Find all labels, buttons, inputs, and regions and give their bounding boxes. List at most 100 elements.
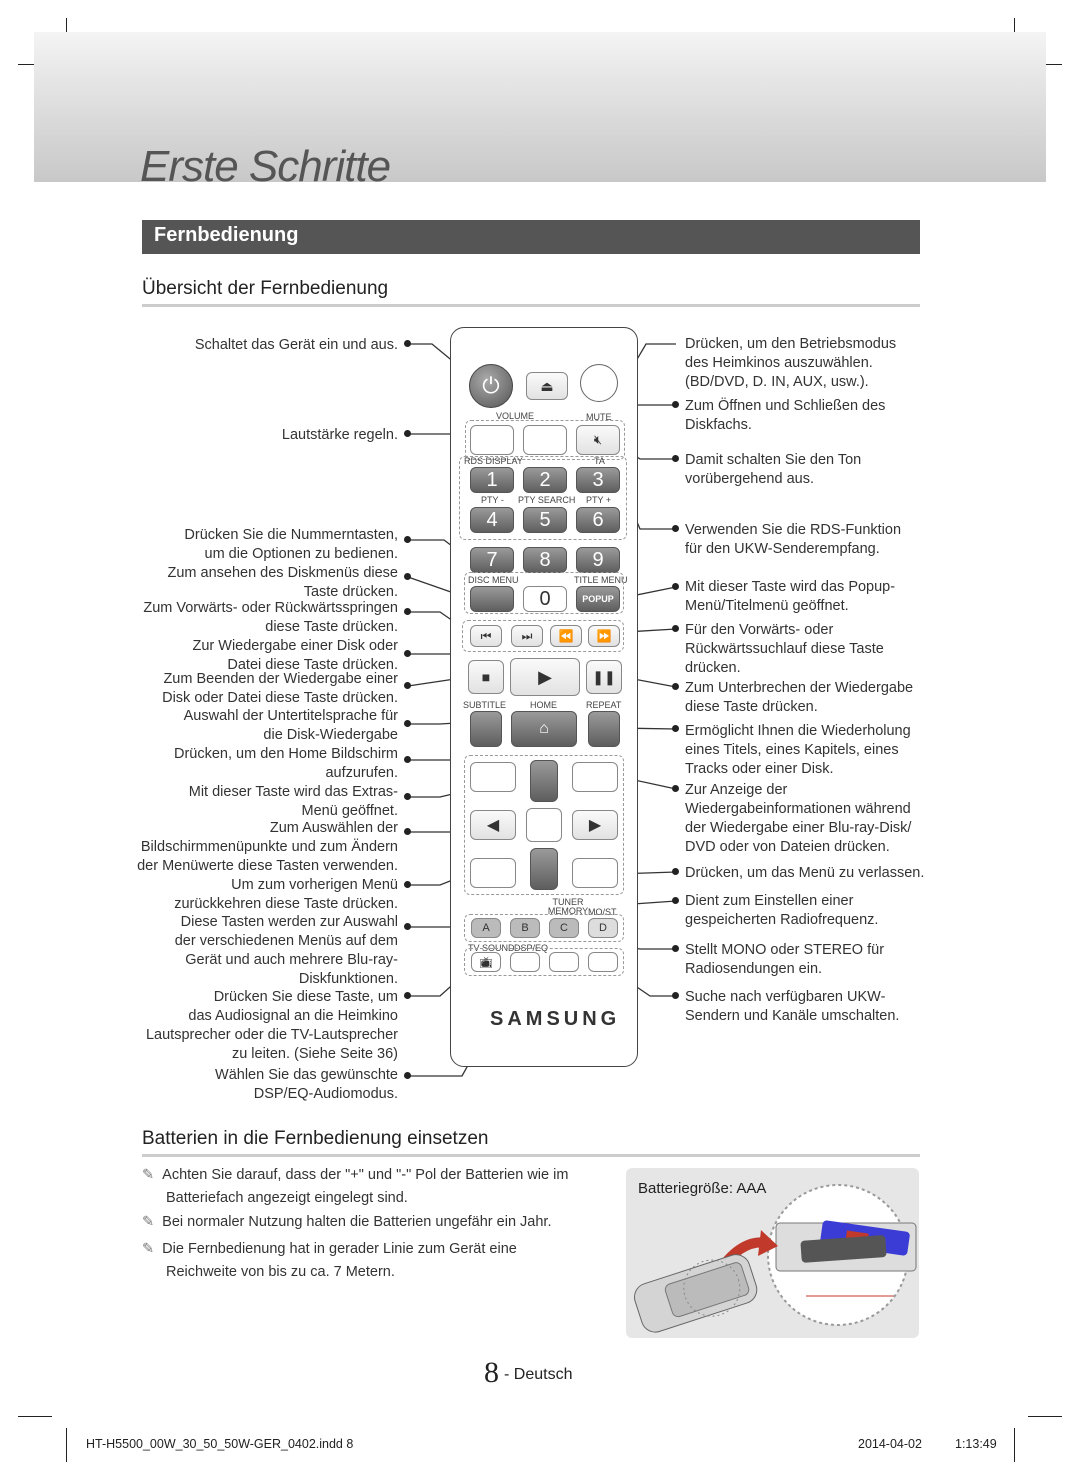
popup-button[interactable]: POPUP: [576, 586, 620, 612]
label-exit: Drücken, um das Menü zu verlassen.: [685, 864, 924, 883]
label-line: Bildschirmmenüpunkte und zum Ändern: [140, 839, 398, 855]
label-line: gespeicherten Radiofrequenz.: [685, 912, 879, 928]
callout-dot: [404, 650, 411, 657]
label-volume: Lautstärke regeln.: [100, 426, 398, 445]
note-1: ✎ Achten Sie darauf, dass der "+" und "-…: [142, 1164, 568, 1210]
label-line: Zum Auswählen der: [269, 820, 398, 836]
right-arrow-button[interactable]: ▶: [572, 810, 618, 840]
repeat-label: REPEAT: [586, 700, 622, 710]
label-repeat: Ermöglicht Ihnen die Wiederholung eines …: [685, 722, 911, 779]
note-line: ✎ Bei normaler Nutzung halten die Batter…: [142, 1211, 551, 1234]
eject-button[interactable]: ⏏: [526, 372, 568, 400]
highlight-box: [464, 572, 624, 614]
label-line: Ermöglicht Ihnen die Wiederholung: [685, 723, 911, 739]
label-line: Menü/Titelmenü geöffnet.: [685, 598, 849, 614]
digit-4-button[interactable]: 4: [470, 507, 514, 533]
digit-5-button[interactable]: 5: [523, 507, 567, 533]
battery-size-label: Batteriegröße: AAA: [638, 1180, 767, 1197]
skip-back-button[interactable]: ⏮: [470, 625, 502, 647]
info-button[interactable]: [572, 762, 618, 792]
callout-dot: [404, 756, 411, 763]
digit-2-button[interactable]: 2: [523, 467, 567, 493]
digit-0-button[interactable]: 0: [523, 586, 567, 612]
exit-button[interactable]: [572, 858, 618, 888]
stop-button[interactable]: ■: [468, 660, 504, 694]
left-arrow-button[interactable]: ◀: [470, 810, 516, 840]
label-line: die Disk-Wiedergabe: [263, 727, 398, 743]
callout-dot: [672, 897, 679, 904]
digit-8-button[interactable]: 8: [523, 547, 567, 573]
color-key-a[interactable]: A: [471, 918, 501, 938]
home-button[interactable]: ⌂: [511, 711, 577, 747]
disc-menu-button[interactable]: [470, 586, 514, 612]
label-line: Sendern und Kanäle umschalten.: [685, 1008, 900, 1024]
enter-button[interactable]: [526, 808, 562, 842]
right-arrow-icon: ▶: [588, 817, 602, 834]
callout-dot: [404, 1072, 411, 1079]
label-line: Mit dieser Taste wird das Extras-: [188, 784, 398, 800]
power-button[interactable]: ⏻: [469, 364, 513, 408]
tv-icon: 📺︎: [479, 956, 493, 969]
label-line: eines Titels, eines Kapitels, eines: [685, 742, 899, 758]
highlight-box: [464, 755, 624, 895]
highlight-box: [464, 914, 624, 942]
crop-mark: [1014, 1428, 1015, 1462]
repeat-button[interactable]: [588, 711, 620, 747]
digit-1-button[interactable]: 1: [470, 467, 514, 493]
label-home: Drücken, um den Home Bildschirm aufzuruf…: [100, 745, 398, 783]
digit-9-button[interactable]: 9: [576, 547, 620, 573]
label-line: Zum Öffnen und Schließen des: [685, 398, 886, 414]
tv-sound-button[interactable]: 📺︎: [471, 952, 501, 972]
digit-7-button[interactable]: 7: [470, 547, 514, 573]
color-key-b[interactable]: B: [510, 918, 540, 938]
batteries-title: Batterien in die Fernbedienung einsetzen: [142, 1128, 489, 1149]
down-arrow-button[interactable]: [530, 848, 558, 890]
label-play: Zur Wiedergabe einer Disk oder Datei die…: [100, 637, 398, 675]
label-line: der verschiedenen Menüs auf dem: [174, 933, 398, 949]
callout-dot: [672, 401, 679, 408]
pause-button[interactable]: ❚❚: [586, 660, 622, 694]
label-function: Drücken, um den Betriebsmodus des Heimki…: [685, 335, 896, 392]
callout-dot: [404, 340, 411, 347]
label-line: Menü geöffnet.: [301, 803, 398, 819]
color-key-d[interactable]: D: [588, 918, 618, 938]
up-arrow-button[interactable]: [530, 760, 558, 802]
label-arrows: Zum Auswählen der Bildschirmmenüpunkte u…: [100, 819, 398, 876]
digit-3-button[interactable]: 3: [576, 467, 620, 493]
label-line: Diskfunktionen.: [298, 971, 398, 987]
play-button[interactable]: ▶: [510, 658, 580, 696]
label-line: Gerät und auch mehrere Blu-ray-: [185, 952, 398, 968]
callout-dot: [672, 683, 679, 690]
skip-forward-button[interactable]: ⏭: [511, 625, 543, 647]
subtitle-button[interactable]: [470, 711, 502, 747]
footer-time: 1:13:49: [955, 1437, 997, 1451]
function-button[interactable]: [580, 364, 618, 402]
rewind-button[interactable]: ⏪: [550, 625, 582, 647]
label-line: Wiedergabeinformationen während: [685, 801, 911, 817]
dsp-eq-button[interactable]: [510, 952, 540, 972]
tools-button[interactable]: [470, 762, 516, 792]
channel-down-button[interactable]: [549, 952, 579, 972]
highlight-box: [464, 948, 624, 976]
section-title: Fernbedienung: [154, 224, 299, 246]
mute-button[interactable]: 🔇︎: [576, 425, 620, 455]
highlight-box: [462, 620, 624, 652]
rewind-icon: ⏪: [558, 629, 574, 643]
note-line: ✎ Achten Sie darauf, dass der "+" und "-…: [142, 1164, 568, 1187]
mo-st-label: MO/ST: [588, 907, 617, 917]
return-button[interactable]: [470, 858, 516, 888]
label-line: Drücken, um das Menü zu verlassen.: [685, 865, 925, 881]
channel-up-button[interactable]: [588, 952, 618, 972]
label-tools: Mit dieser Taste wird das Extras- Menü g…: [100, 783, 398, 821]
highlight-box: [465, 420, 625, 460]
crop-mark: [1028, 1416, 1062, 1417]
fast-forward-button[interactable]: ⏩: [588, 625, 620, 647]
label-line: aufzurufen.: [325, 765, 398, 781]
color-key-c[interactable]: C: [549, 918, 579, 938]
volume-up-button[interactable]: [523, 425, 567, 455]
label-line: diese Taste drücken.: [265, 619, 398, 635]
note-pencil-icon: ✎: [142, 1241, 155, 1257]
volume-down-button[interactable]: [470, 425, 514, 455]
digit-6-button[interactable]: 6: [576, 507, 620, 533]
label-line: Um zum vorherigen Menü: [231, 877, 398, 893]
